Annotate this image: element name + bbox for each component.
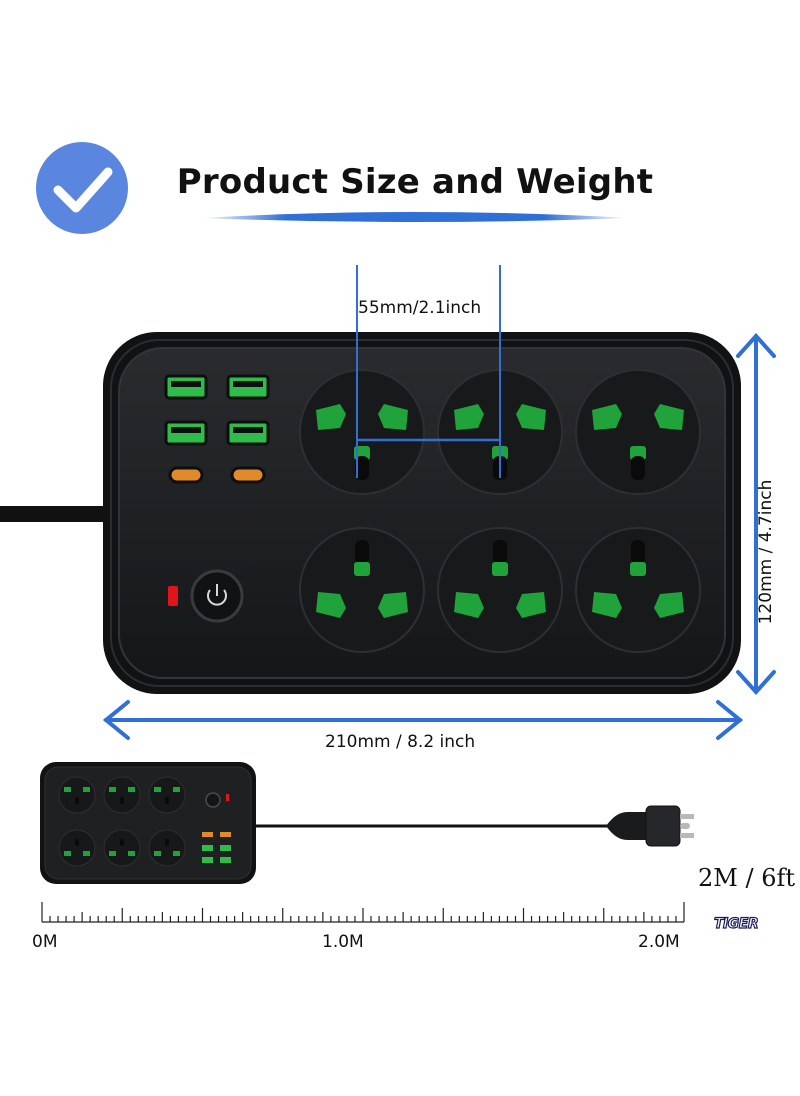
- check-badge-icon: [36, 142, 128, 234]
- power-strip-main: [103, 332, 741, 694]
- cable-length-label: 2M / 6ft: [698, 864, 795, 892]
- height-arrow-icon: [736, 333, 776, 695]
- length-arrow-icon: [102, 700, 744, 740]
- power-button-icon: [190, 569, 244, 623]
- power-strip-small: [40, 762, 608, 884]
- length-ruler: [41, 902, 685, 923]
- indicator-light: [168, 586, 178, 606]
- ruler-middle-label: 1.0M: [322, 932, 364, 952]
- socket-spacing-dimension: [356, 265, 501, 478]
- plug-icon: [606, 805, 694, 847]
- title-underline: [200, 212, 630, 222]
- socket-spacing-label: 55mm/2.1inch: [358, 298, 482, 318]
- page-title: Product Size and Weight: [176, 162, 654, 202]
- brand-logo: TIGER: [713, 915, 759, 932]
- usb-c-ports: [168, 466, 266, 484]
- height-label: 120mm / 4.7inch: [756, 479, 776, 625]
- ruler-start-label: 0M: [32, 932, 58, 952]
- usb-a-ports: [164, 374, 270, 446]
- length-label: 210mm / 8.2 inch: [325, 732, 476, 752]
- ruler-end-label: 2.0M: [638, 932, 680, 952]
